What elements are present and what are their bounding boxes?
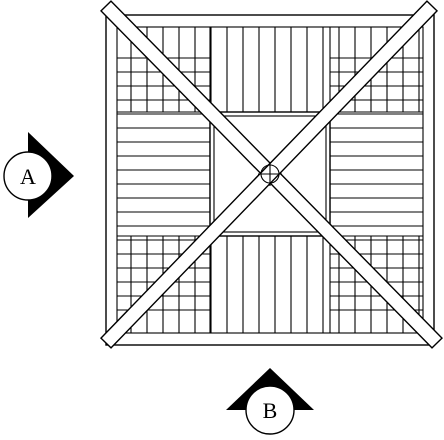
section-label-b: B [263,398,278,423]
section-marker-b: B [226,368,314,435]
left-boards [117,27,211,333]
bottom-boards [117,235,423,333]
outer-frame [105,14,435,346]
section-marker-a: A [3,132,74,218]
section-label-a: A [20,164,36,189]
inner-border [116,26,424,334]
center-square-inner [213,115,327,233]
section-circle-b [245,385,295,435]
section-circle-a [3,151,53,201]
